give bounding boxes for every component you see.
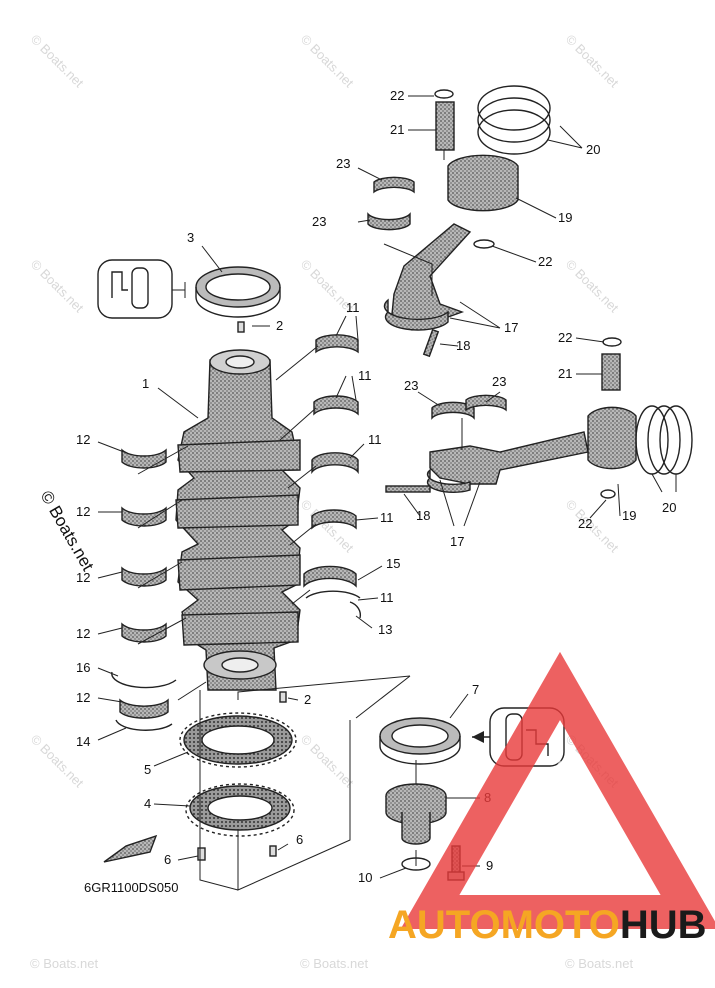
diagram-code: 6GR1100DS050 [84,880,178,895]
callout-12: 12 [76,690,90,705]
watermark: © Boats.net [30,956,99,971]
flywheel-ring-part [185,783,295,837]
callout-18: 18 [416,508,430,523]
main-bearings-lower [119,448,169,719]
callout-22: 22 [558,330,572,345]
callout-23: 23 [404,378,418,393]
main-bearings-upper [303,334,359,588]
callout-21: 21 [390,122,404,137]
callout-22: 22 [578,516,592,531]
watermark: © Boats.net [565,956,634,971]
callout-16: 16 [76,660,90,675]
callout-23: 23 [312,214,326,229]
watermark: © Boats.net [298,497,357,556]
watermark: © Boats.net [298,32,357,91]
callout-11: 11 [358,368,372,383]
thrust-washers [111,590,362,731]
callout-13: 13 [378,622,392,637]
piston-assembly-right [385,337,693,499]
pulser-ring-part [179,712,297,768]
callout-4: 4 [144,796,151,811]
callout-11: 11 [346,300,360,315]
leader-lines [97,95,677,891]
watermark: © Boats.net [563,32,622,91]
seal-detail-box [97,259,186,319]
callout-15: 15 [386,556,400,571]
callout-20: 20 [662,500,676,515]
callout-11: 11 [368,432,382,447]
oil-seal-7-part [379,717,461,765]
callout-22: 22 [390,88,404,103]
copyright-text: © Boats.net [37,488,98,575]
piston-assembly-top [367,85,551,358]
callout-3: 3 [187,230,194,245]
callout-9: 9 [486,858,493,873]
callout-12: 12 [76,432,90,447]
watermark: © Boats.net [28,32,87,91]
crankshaft-part [175,349,301,691]
dowel-pins [197,321,287,861]
callout-12: 12 [76,504,90,519]
callout-6: 6 [164,852,171,867]
callout-6: 6 [296,832,303,847]
brand-suffix: HUB [620,903,707,947]
brand-logo-text: AUTOMOTOHUB [388,903,707,947]
callout-7: 7 [472,682,479,697]
callout-22: 22 [538,254,552,269]
callout-1: 1 [142,376,149,391]
callout-19: 19 [622,508,636,523]
callout-12: 12 [76,626,90,641]
brand-prefix: AUTOMOTO [388,903,620,947]
watermark: © Boats.net [563,257,622,316]
callout-11: 11 [380,510,394,525]
callout-2: 2 [304,692,311,707]
watermark: © Boats.net [28,257,87,316]
oil-seal-part [195,266,281,318]
brand-logo: AUTOMOTOHUB [388,651,715,947]
watermark: © Boats.net [298,732,357,791]
callout-23: 23 [336,156,350,171]
callout-20: 20 [586,142,600,157]
callout-labels: 1 2 2 3 4 5 6 6 7 8 9 10 11 11 11 11 11 … [76,88,676,885]
callout-17: 17 [504,320,518,335]
callout-10: 10 [358,870,372,885]
flange-hub-part [385,783,447,845]
callout-23: 23 [492,374,506,389]
callout-19: 19 [558,210,572,225]
callout-11: 11 [380,590,394,605]
front-arrow-symbol [103,834,158,863]
callout-14: 14 [76,734,90,749]
callout-12: 12 [76,570,90,585]
callout-17: 17 [450,534,464,549]
watermark: © Boats.net [300,956,369,971]
callout-21: 21 [558,366,572,381]
callout-18: 18 [456,338,470,353]
callout-5: 5 [144,762,151,777]
callout-2: 2 [276,318,283,333]
